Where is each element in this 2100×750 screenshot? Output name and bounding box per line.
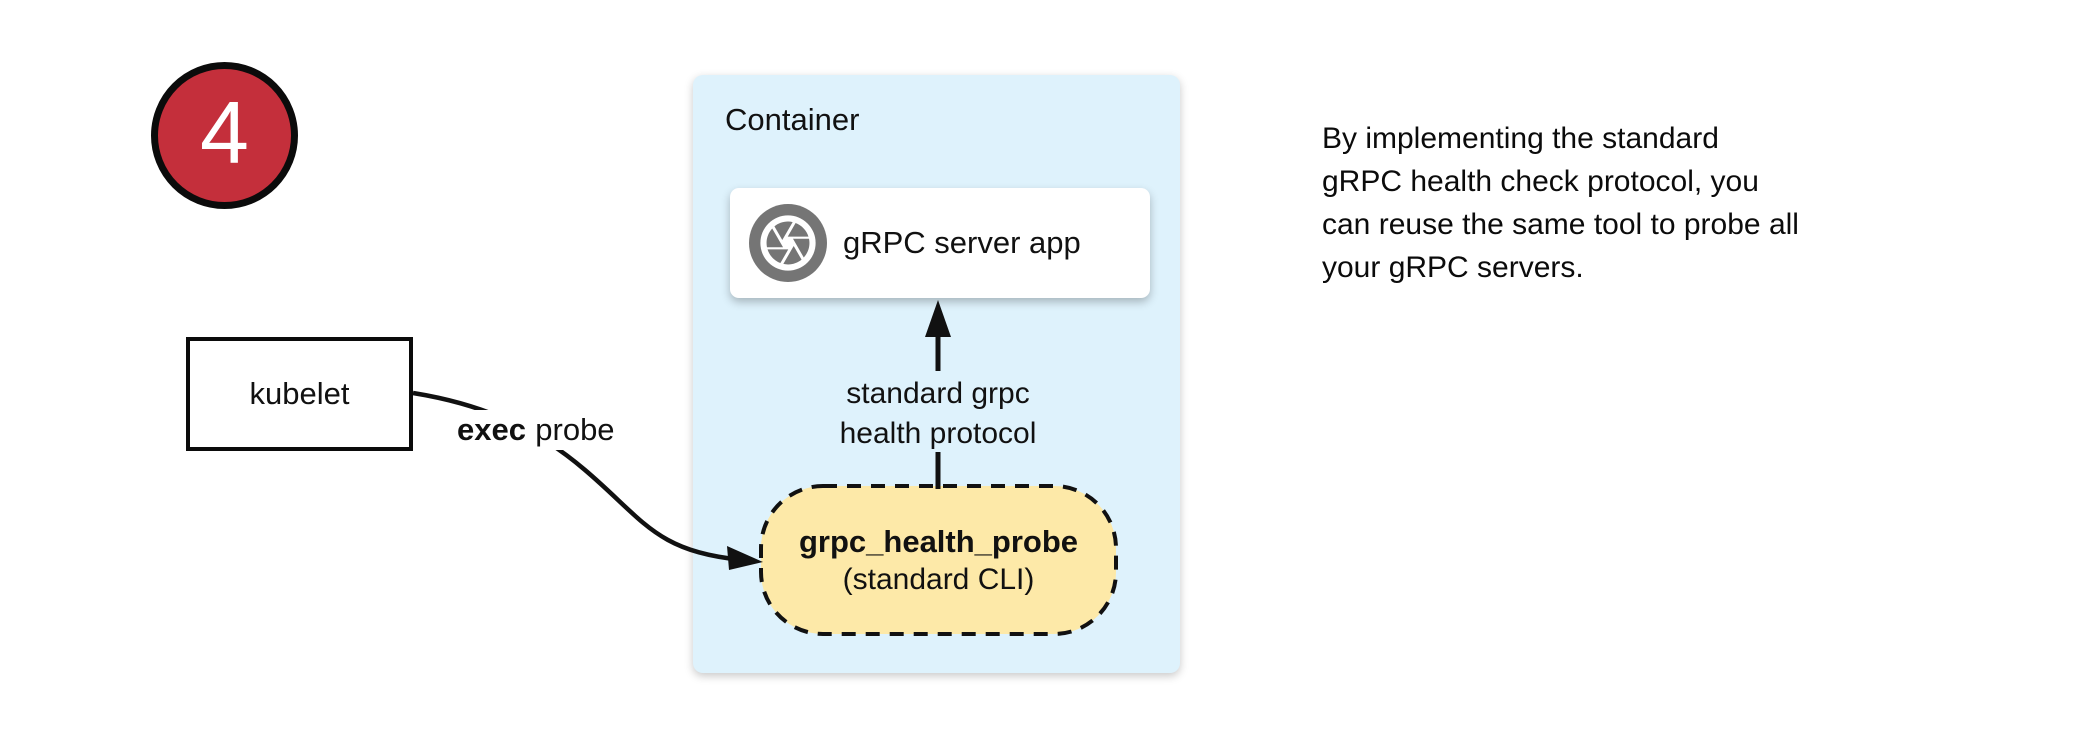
- step-badge: 4: [151, 62, 298, 209]
- grpc-health-probe-pill-text: grpc_health_probe (standard CLI): [761, 486, 1116, 634]
- health-protocol-label: standard grpc health protocol: [738, 374, 1138, 454]
- caption-line: can reuse the same tool to probe all: [1322, 208, 1799, 241]
- container-label: Container: [725, 102, 860, 137]
- kubelet-label: kubelet: [249, 376, 350, 411]
- grpc-server-app-label: gRPC server app: [843, 225, 1081, 260]
- exec-probe-label-bold: exec: [457, 412, 526, 447]
- probe-pill-subtitle: (standard CLI): [842, 562, 1035, 596]
- health-protocol-label-line1: standard grpc: [846, 377, 1030, 410]
- caption-line: your gRPC servers.: [1322, 251, 1584, 284]
- step-number: 4: [200, 82, 249, 182]
- exec-probe-label-rest: probe: [535, 412, 615, 447]
- caption-paragraph: By implementing the standard gRPC health…: [1322, 117, 1799, 289]
- grpc-server-app-box: gRPC server app: [730, 188, 1150, 298]
- exec-probe-label: exec probe: [449, 410, 623, 450]
- camera-shutter-icon: [749, 204, 827, 282]
- probe-pill-title: grpc_health_probe: [798, 523, 1079, 559]
- caption-line: gRPC health check protocol, you: [1322, 165, 1759, 198]
- health-protocol-label-line2: health protocol: [839, 417, 1037, 450]
- kubelet-box: kubelet: [186, 337, 413, 451]
- caption-line: By implementing the standard: [1322, 122, 1719, 155]
